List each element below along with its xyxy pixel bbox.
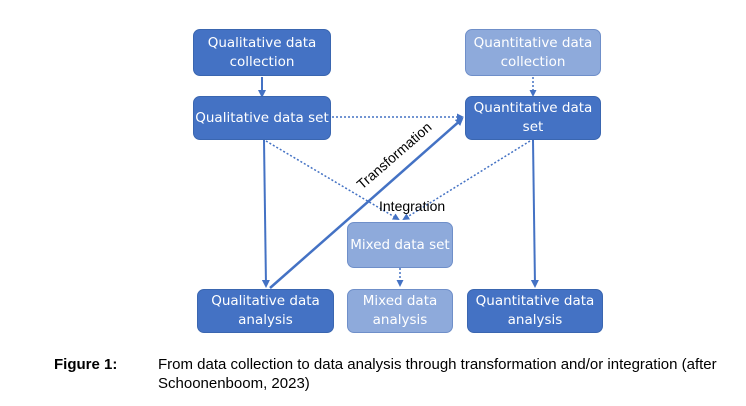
node-mixed-data-analysis: Mixed data analysis — [347, 289, 453, 333]
node-qualitative-data-set: Qualitative data set — [193, 96, 331, 140]
figure-caption-text: From data collection to data analysis th… — [158, 356, 717, 392]
edge-integration-from-qual — [265, 140, 400, 221]
node-label: Quantitative data analysis — [475, 293, 595, 328]
node-quantitative-data-set: Quantitative data set — [465, 96, 601, 140]
node-label: Quantitative data collection — [473, 34, 593, 70]
node-qualitative-data-analysis: Qualitative data analysis — [197, 289, 334, 333]
figure-label: Figure 1: — [54, 356, 118, 373]
node-qualitative-data-collection: Qualitative data collection — [193, 29, 331, 76]
node-label: Qualitative data collection — [207, 34, 317, 70]
node-mixed-data-set: Mixed data set — [347, 222, 453, 268]
edge-transformation — [269, 117, 464, 289]
edge-integration-from-quant — [402, 140, 531, 221]
node-label: Mixed data analysis — [362, 293, 438, 328]
node-quantitative-data-collection: Quantitative data collection — [465, 29, 601, 76]
node-label: Qualitative data set — [195, 109, 329, 126]
node-label: Mixed data set — [350, 236, 450, 253]
node-label: Quantitative data set — [473, 100, 593, 135]
transformation-label: Transformation — [353, 119, 434, 192]
node-label: Qualitative data analysis — [211, 293, 320, 328]
integration-label: Integration — [379, 198, 445, 214]
edge-quant-set-to-analysis — [530, 139, 539, 288]
node-quantitative-data-analysis: Quantitative data analysis — [467, 289, 603, 333]
edge-qual-set-to-analysis — [261, 139, 270, 288]
